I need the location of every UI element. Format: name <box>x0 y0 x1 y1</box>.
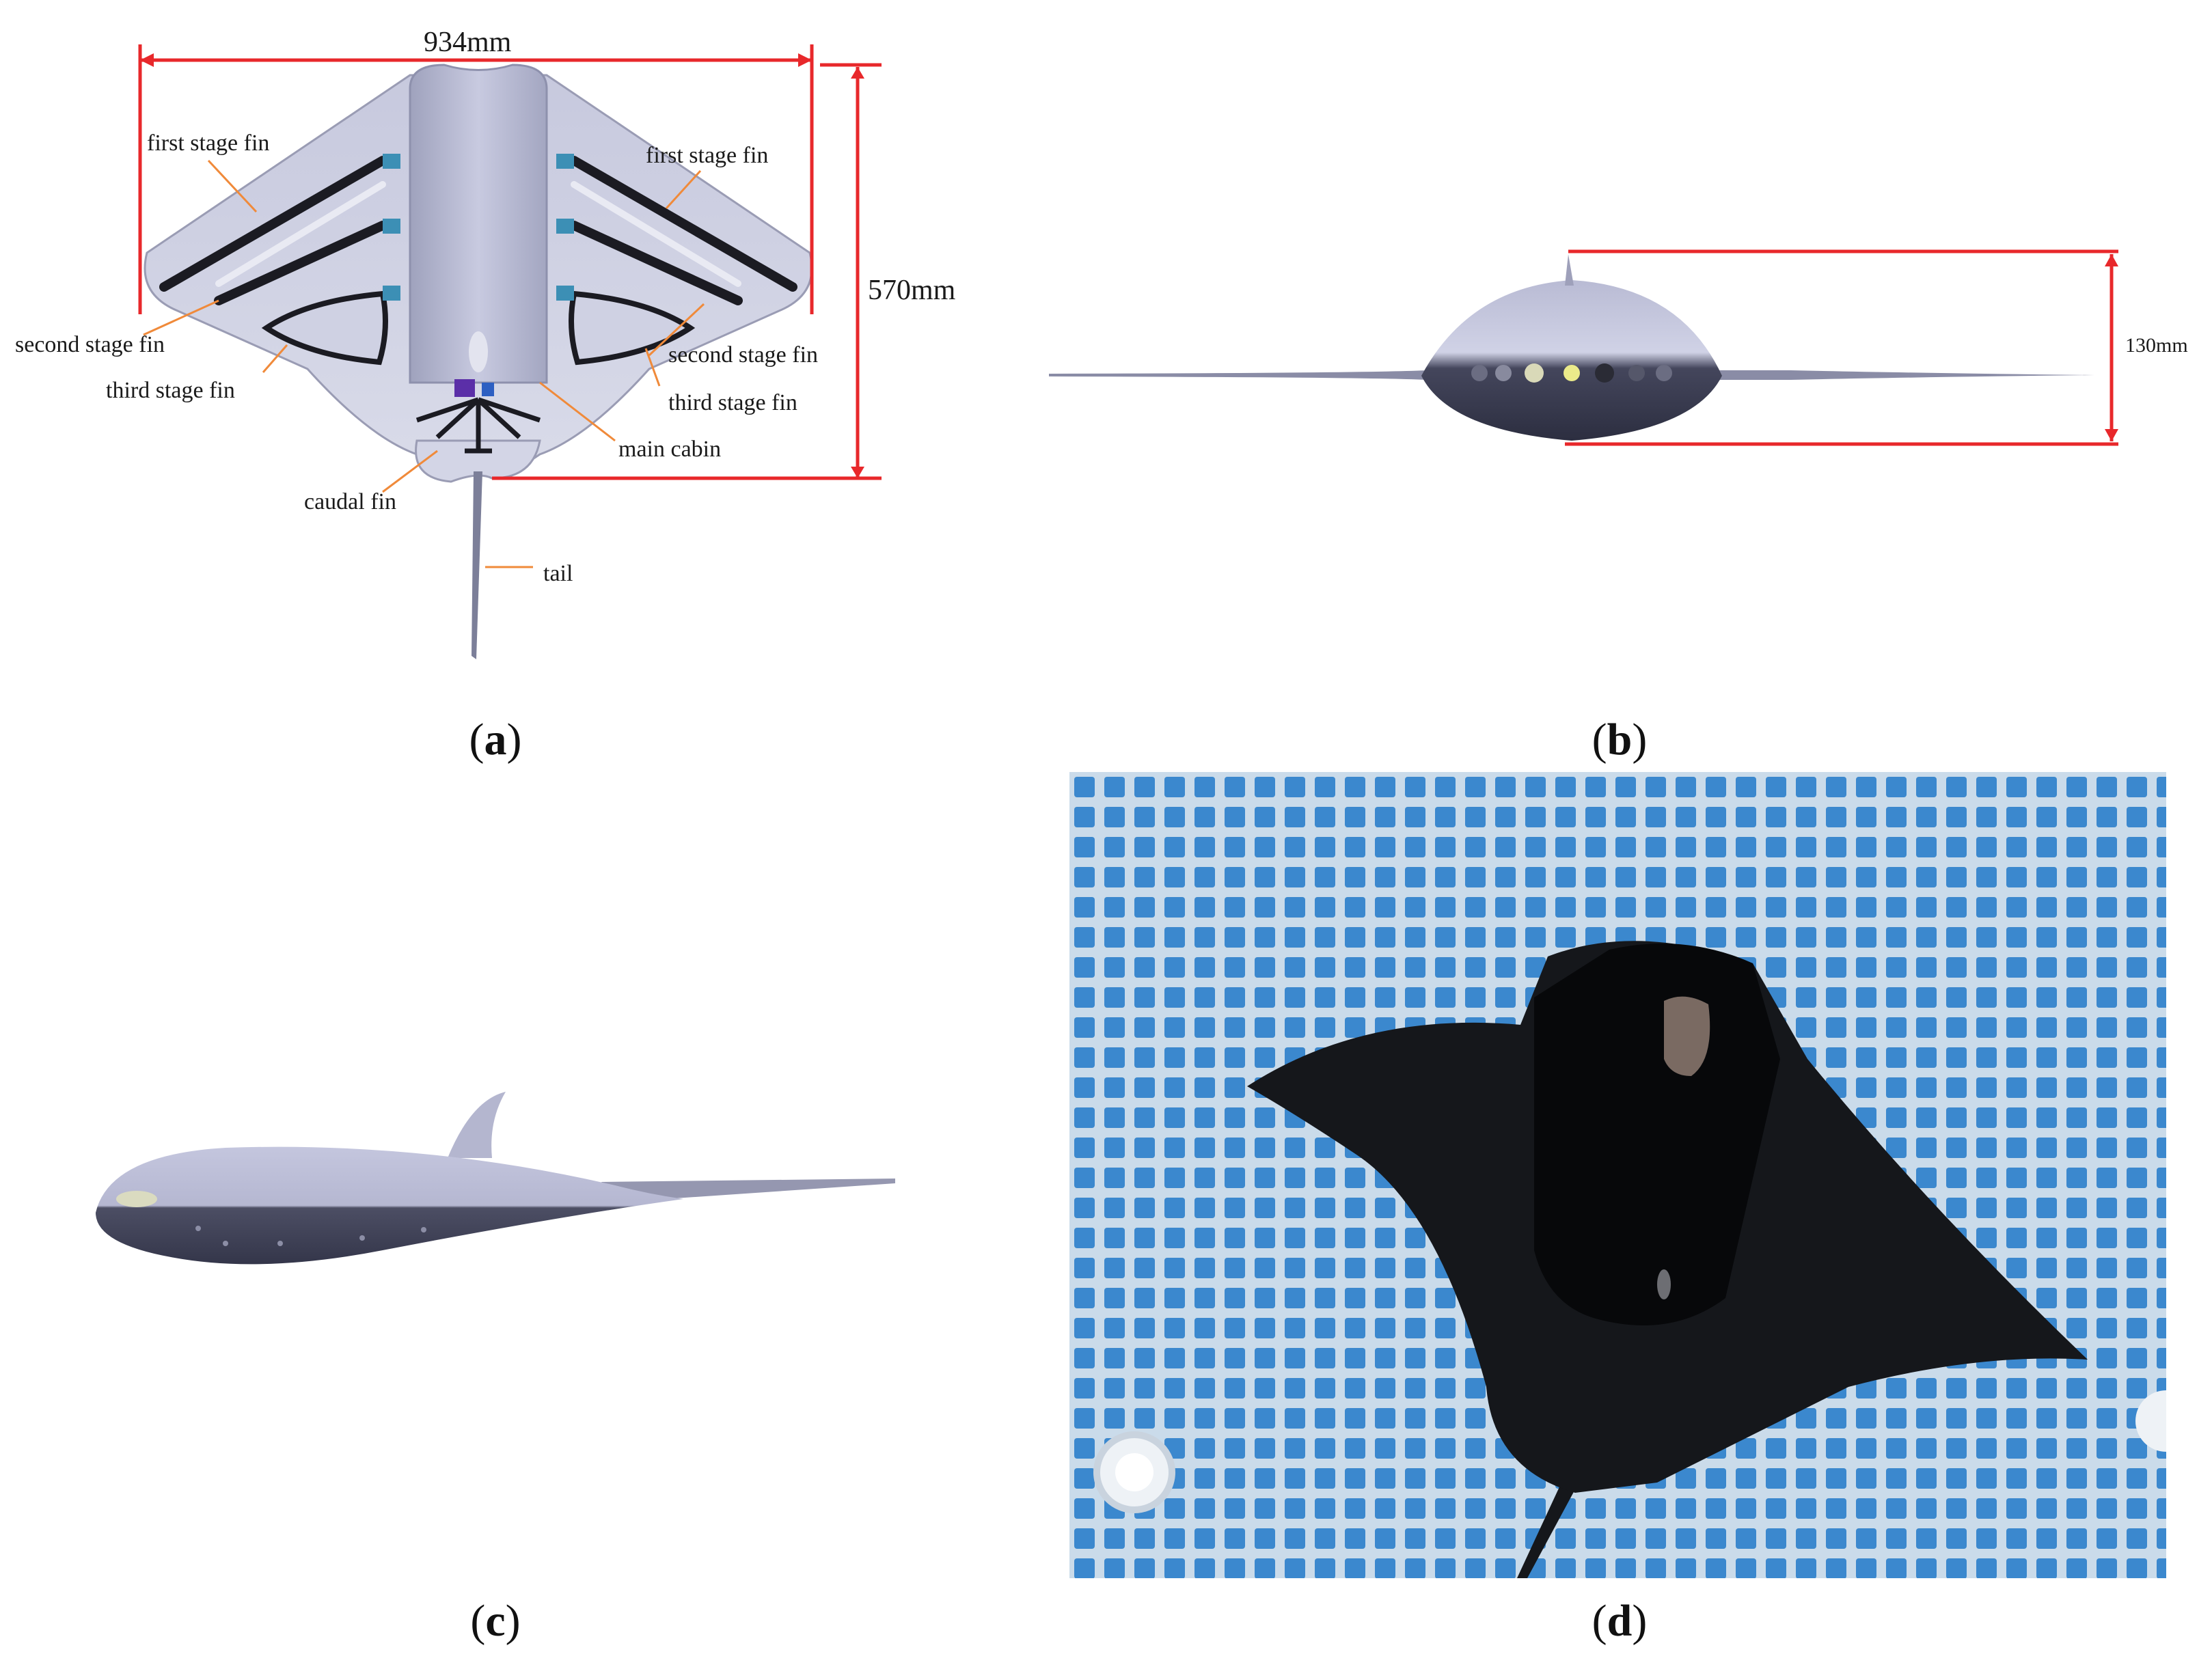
front-sensors <box>1471 363 1672 383</box>
cabin-lens <box>469 331 488 372</box>
leader-lines <box>143 159 705 568</box>
front-height-dimension: 130mm <box>2125 334 2188 357</box>
front-dimension-lines <box>1565 249 2118 446</box>
second-stage-fin-bar-left <box>214 221 387 305</box>
caption-a: (a) <box>469 715 522 764</box>
robot-tail <box>1517 1483 1575 1578</box>
caption-b: (b) <box>1592 715 1648 764</box>
label-caudal-fin: caudal fin <box>304 489 396 514</box>
side-dorsal-fin <box>448 1092 506 1158</box>
fin-highlight <box>215 181 386 287</box>
tail-struts <box>415 397 541 454</box>
dorsal-fin-front <box>1565 254 1574 286</box>
tail-shape <box>472 471 482 659</box>
robot-lens <box>1657 1269 1671 1299</box>
label-first-stage-fin-left: first stage fin <box>147 130 269 156</box>
main-cabin-shape <box>409 64 548 384</box>
robot-window <box>1664 996 1710 1076</box>
pool-drain-right <box>2135 1390 2166 1452</box>
caption-d: (d) <box>1592 1596 1648 1646</box>
label-main-cabin: main cabin <box>618 437 721 462</box>
panel-b-front-view: 130mm <box>1049 249 2188 446</box>
side-body <box>96 1146 683 1265</box>
dimension-lines <box>138 44 882 480</box>
panel-a-top-view: 934mm 570mm first stage fin first stage … <box>15 27 956 659</box>
third-stage-fin-loop-right <box>569 290 696 366</box>
height-dimension: 570mm <box>868 275 956 306</box>
first-stage-fin-bar-left <box>159 156 387 292</box>
side-front-sensor <box>116 1191 157 1207</box>
label-second-stage-fin-right: second stage fin <box>668 342 818 368</box>
label-first-stage-fin-right: first stage fin <box>646 143 768 168</box>
label-third-stage-fin-right: third stage fin <box>668 390 797 415</box>
panel-c-side-view <box>96 1092 895 1265</box>
side-hull-dots <box>195 1226 426 1246</box>
pool-drain-left-center <box>1115 1453 1153 1491</box>
side-tail <box>601 1179 895 1202</box>
servo-blocks <box>383 154 574 301</box>
third-stage-fin-loop-left <box>261 290 388 366</box>
fin-highlight <box>571 181 741 287</box>
caption-c: (c) <box>470 1596 521 1646</box>
robot-cabin-panel <box>1534 943 1780 1325</box>
label-second-stage-fin-left: second stage fin <box>15 332 165 357</box>
electronics-module <box>482 383 494 396</box>
front-body <box>1421 280 1722 441</box>
label-tail: tail <box>543 561 573 586</box>
width-dimension: 934mm <box>424 27 512 58</box>
electronics-module <box>454 379 475 397</box>
panel-d-prototype-photo <box>1069 772 2166 1578</box>
second-stage-fin-bar-right <box>569 221 743 305</box>
label-third-stage-fin-left: third stage fin <box>106 378 235 403</box>
first-stage-fin-bar-right <box>569 156 797 292</box>
